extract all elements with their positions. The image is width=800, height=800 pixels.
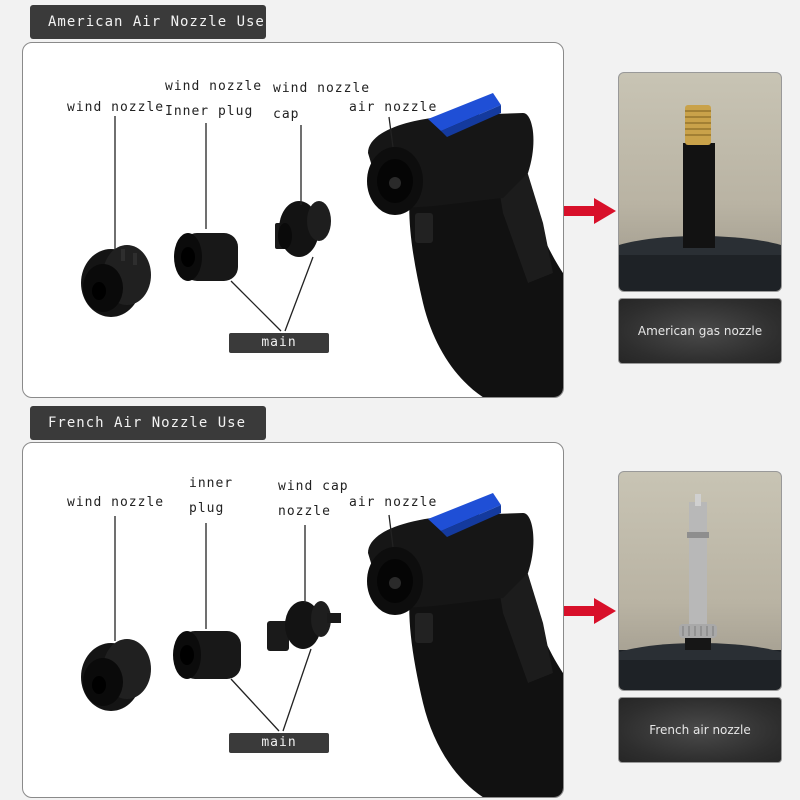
french-leader-lines <box>114 514 394 732</box>
label-main-french: main <box>229 733 329 753</box>
label-wind-cap-line1-french: wind cap <box>278 479 349 494</box>
american-leader-lines <box>114 116 394 332</box>
label-wind-cap-line2-french: nozzle <box>278 504 331 519</box>
wind-nozzle-part-french <box>81 639 151 711</box>
label-cap-line2: cap <box>273 107 300 122</box>
french-parts-illustration <box>81 493 563 797</box>
arrow-right-icon-french <box>564 598 616 624</box>
wind-cap-nozzle-part-french <box>267 601 341 651</box>
american-caption: American gas nozzle <box>618 298 782 364</box>
pump-trigger-blue <box>428 93 501 131</box>
wind-nozzle-cap-part <box>275 201 331 257</box>
french-diagram-panel: wind nozzle inner plug wind cap nozzle a… <box>22 442 564 798</box>
inner-plug-part <box>174 233 238 281</box>
american-section-title: American Air Nozzle Use <box>30 5 266 39</box>
french-section-title: French Air Nozzle Use <box>30 406 266 440</box>
label-wind-nozzle-french: wind nozzle <box>67 495 165 510</box>
american-valve-photo <box>618 72 782 292</box>
label-air-nozzle-french: air nozzle <box>349 495 438 510</box>
label-cap-line1: wind nozzle <box>273 81 371 96</box>
label-inner-line2-french: plug <box>189 501 225 516</box>
american-diagram-panel: wind nozzle wind nozzle Inner plug wind … <box>22 42 564 398</box>
arrow-right-icon <box>564 198 616 224</box>
pump-body-french <box>367 493 563 797</box>
american-parts-illustration <box>81 93 563 397</box>
wind-nozzle-part <box>81 245 151 317</box>
label-inner-plug-line1: wind nozzle <box>165 79 263 94</box>
inner-plug-part-french <box>173 631 241 679</box>
pump-body-american <box>367 93 563 397</box>
label-inner-line1-french: inner <box>189 476 234 491</box>
french-valve-photo <box>618 471 782 691</box>
label-main: main <box>229 333 329 353</box>
label-inner-plug-line2: Inner plug <box>165 104 254 119</box>
label-air-nozzle: air nozzle <box>349 100 438 115</box>
french-caption: French air nozzle <box>618 697 782 763</box>
label-wind-nozzle: wind nozzle <box>67 100 165 115</box>
